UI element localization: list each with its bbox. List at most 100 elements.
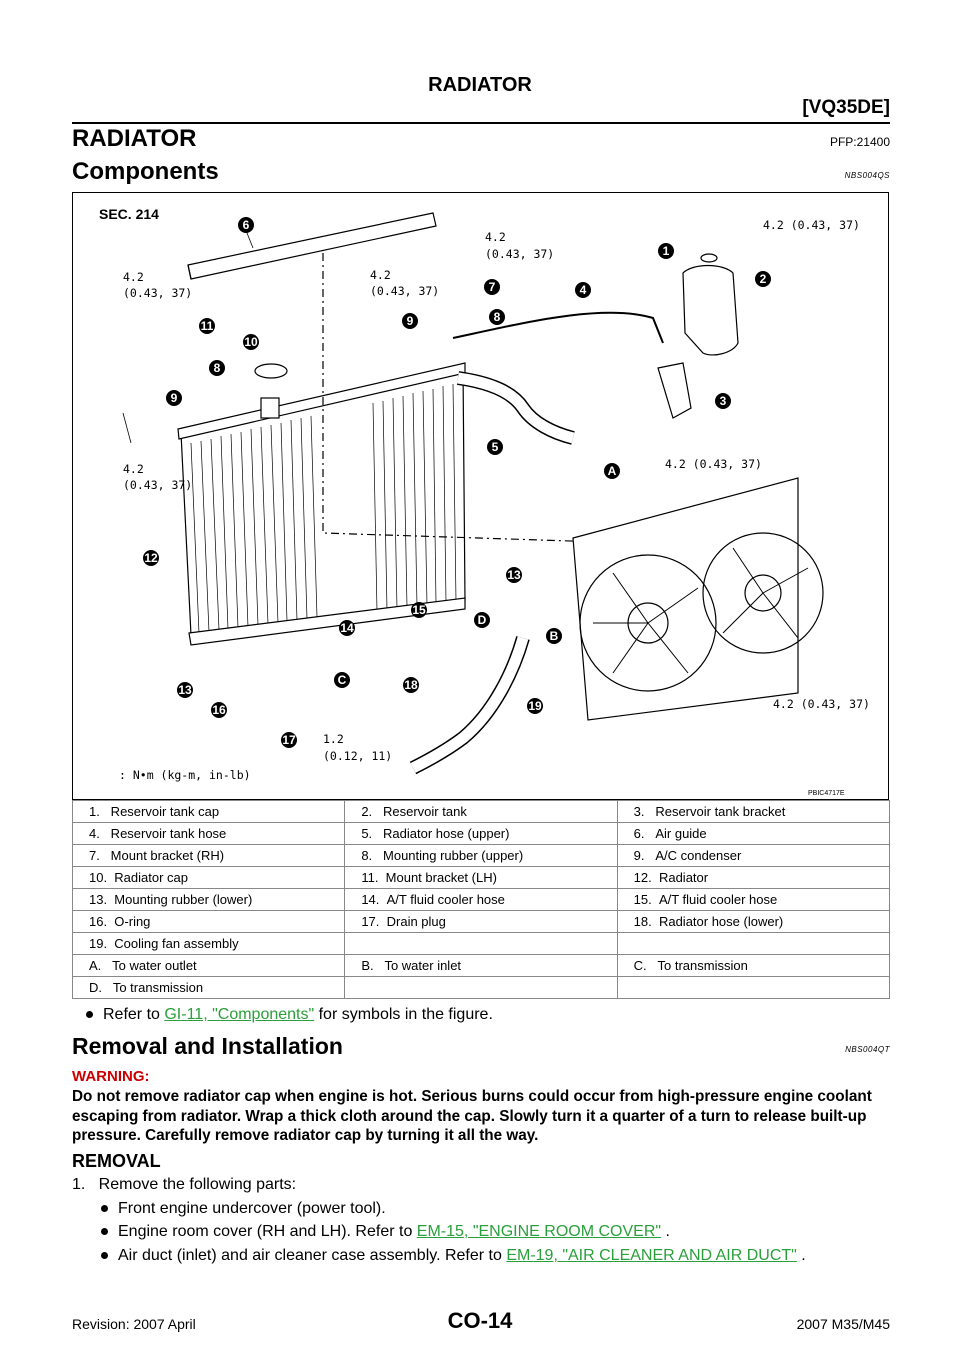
table-row: 13. Mounting rubber (lower)14. A/T fluid…: [71, 888, 891, 911]
table-cell: A. To water outlet: [71, 954, 346, 977]
table-cell: 10. Radiator cap: [71, 866, 346, 889]
warning-text: Do not remove radiator cap when engine i…: [72, 1088, 872, 1144]
letter-a: A: [608, 464, 617, 478]
letter-b: B: [550, 629, 559, 643]
components-code: NBS004QS: [844, 171, 890, 180]
callout-13: 13: [178, 683, 192, 697]
pfp-code: PFP:21400: [829, 135, 890, 149]
callout-9: 9: [171, 391, 178, 405]
bullet-icon: [101, 1252, 108, 1260]
list-item-text: Engine room cover (RH and LH). Refer to: [118, 1223, 417, 1240]
callout-18: 18: [404, 678, 418, 692]
torque-label: 4.2 (0.43, 37): [773, 697, 870, 711]
removal-subheading: REMOVAL: [72, 1151, 161, 1171]
list-item-text: .: [661, 1223, 670, 1240]
callout-10: 10: [244, 335, 258, 349]
note-text: for symbols in the figure.: [314, 1006, 493, 1023]
torque-label: (0.12, 11): [323, 749, 392, 763]
table-cell: 12. Radiator: [616, 866, 891, 889]
table-cell: 17. Drain plug: [344, 910, 618, 933]
table-cell: 19. Cooling fan assembly: [71, 932, 346, 955]
callout-19: 19: [528, 699, 542, 713]
table-cell: 6. Air guide: [616, 822, 891, 845]
table-cell: [616, 976, 891, 999]
torque-label: 4.2 (0.43, 37): [665, 457, 762, 471]
table-cell: C. To transmission: [616, 954, 891, 977]
table-cell: 18. Radiator hose (lower): [616, 910, 891, 933]
letter-c: C: [338, 673, 347, 687]
symbols-note: Refer to GI-11, "Components" for symbols…: [86, 1006, 493, 1024]
header-rule: [72, 122, 890, 124]
table-cell: [344, 932, 618, 955]
bullet-icon: [101, 1205, 108, 1213]
callout-6: 6: [243, 218, 250, 232]
list-item-text: .: [796, 1247, 806, 1264]
figure-code: PBIC4717E: [808, 790, 845, 797]
callout-7: 7: [489, 280, 496, 294]
callout-16: 16: [212, 703, 226, 717]
revision-label: Revision: 2007 April: [72, 1316, 196, 1332]
table-cell: 4. Reservoir tank hose: [71, 822, 346, 845]
em-15-link[interactable]: EM-15, "ENGINE ROOM COVER": [416, 1223, 662, 1240]
table-row: 19. Cooling fan assembly: [71, 932, 891, 955]
page-header-title: RADIATOR: [428, 74, 532, 96]
callout-1: 1: [663, 244, 670, 258]
em-19-link[interactable]: EM-19, "AIR CLEANER AND AIR DUCT": [506, 1247, 797, 1264]
callout-2: 2: [760, 272, 767, 286]
table-cell: 9. A/C condenser: [616, 844, 891, 867]
table-cell: D. To transmission: [71, 976, 346, 999]
list-item-text: Front engine undercover (power tool).: [118, 1200, 386, 1217]
torque-label: (0.43, 37): [485, 247, 554, 261]
callout-3: 3: [720, 394, 727, 408]
table-cell: B. To water inlet: [344, 954, 618, 977]
table-row: 7. Mount bracket (RH)8. Mounting rubber …: [71, 844, 891, 867]
bullet-icon: [101, 1228, 108, 1236]
torque-label: 4.2: [123, 462, 144, 476]
table-row: D. To transmission: [71, 976, 891, 999]
callout-5: 5: [492, 440, 499, 454]
table-cell: 8. Mounting rubber (upper): [344, 844, 618, 867]
table-cell: 2. Reservoir tank: [344, 800, 618, 823]
torque-label: 4.2 (0.43, 37): [763, 218, 860, 232]
component-diagram: SEC. 214 4.2 (0.43, 37) 4.2 (0.43, 37) 4…: [72, 192, 889, 800]
torque-label: (0.43, 37): [123, 478, 192, 492]
list-item: Engine room cover (RH and LH). Refer to …: [101, 1223, 670, 1241]
table-cell: [616, 932, 891, 955]
callout-9: 9: [407, 314, 414, 328]
unit-note: : N•m (kg-m, in-lb): [119, 768, 251, 782]
torque-label: 4.2: [370, 268, 391, 282]
torque-label: 1.2: [323, 732, 344, 746]
table-cell: 15. A/T fluid cooler hose: [616, 888, 891, 911]
callout-14: 14: [340, 621, 354, 635]
letter-d: D: [478, 613, 487, 627]
engine-label: [VQ35DE]: [802, 97, 890, 118]
note-text: Refer to: [103, 1006, 165, 1023]
sec-label: SEC. 214: [99, 206, 159, 222]
table-cell: 11. Mount bracket (LH): [344, 866, 618, 889]
callout-4: 4: [580, 283, 587, 297]
removal-heading: Removal and Installation: [72, 1033, 343, 1059]
callout-8: 8: [494, 310, 501, 324]
callout-11: 11: [201, 319, 214, 333]
torque-label: (0.43, 37): [123, 286, 192, 300]
torque-label: 4.2: [485, 230, 506, 244]
list-item-text: Air duct (inlet) and air cleaner case as…: [118, 1247, 507, 1264]
table-cell: 16. O-ring: [71, 910, 346, 933]
callout-8: 8: [214, 361, 221, 375]
callout-15: 15: [412, 603, 426, 617]
table-cell: 5. Radiator hose (upper): [344, 822, 618, 845]
page-number: CO-14: [447, 1308, 513, 1333]
list-item: Front engine undercover (power tool).: [101, 1200, 386, 1218]
step-1: 1. Remove the following parts:: [72, 1176, 297, 1193]
callout-13: 13: [507, 568, 521, 582]
model-label: 2007 M35/M45: [796, 1316, 890, 1332]
table-cell: 7. Mount bracket (RH): [71, 844, 346, 867]
warning-label: WARNING:: [72, 1068, 150, 1085]
gi-11-link[interactable]: GI-11, "Components": [164, 1006, 315, 1023]
callout-12: 12: [144, 551, 158, 565]
